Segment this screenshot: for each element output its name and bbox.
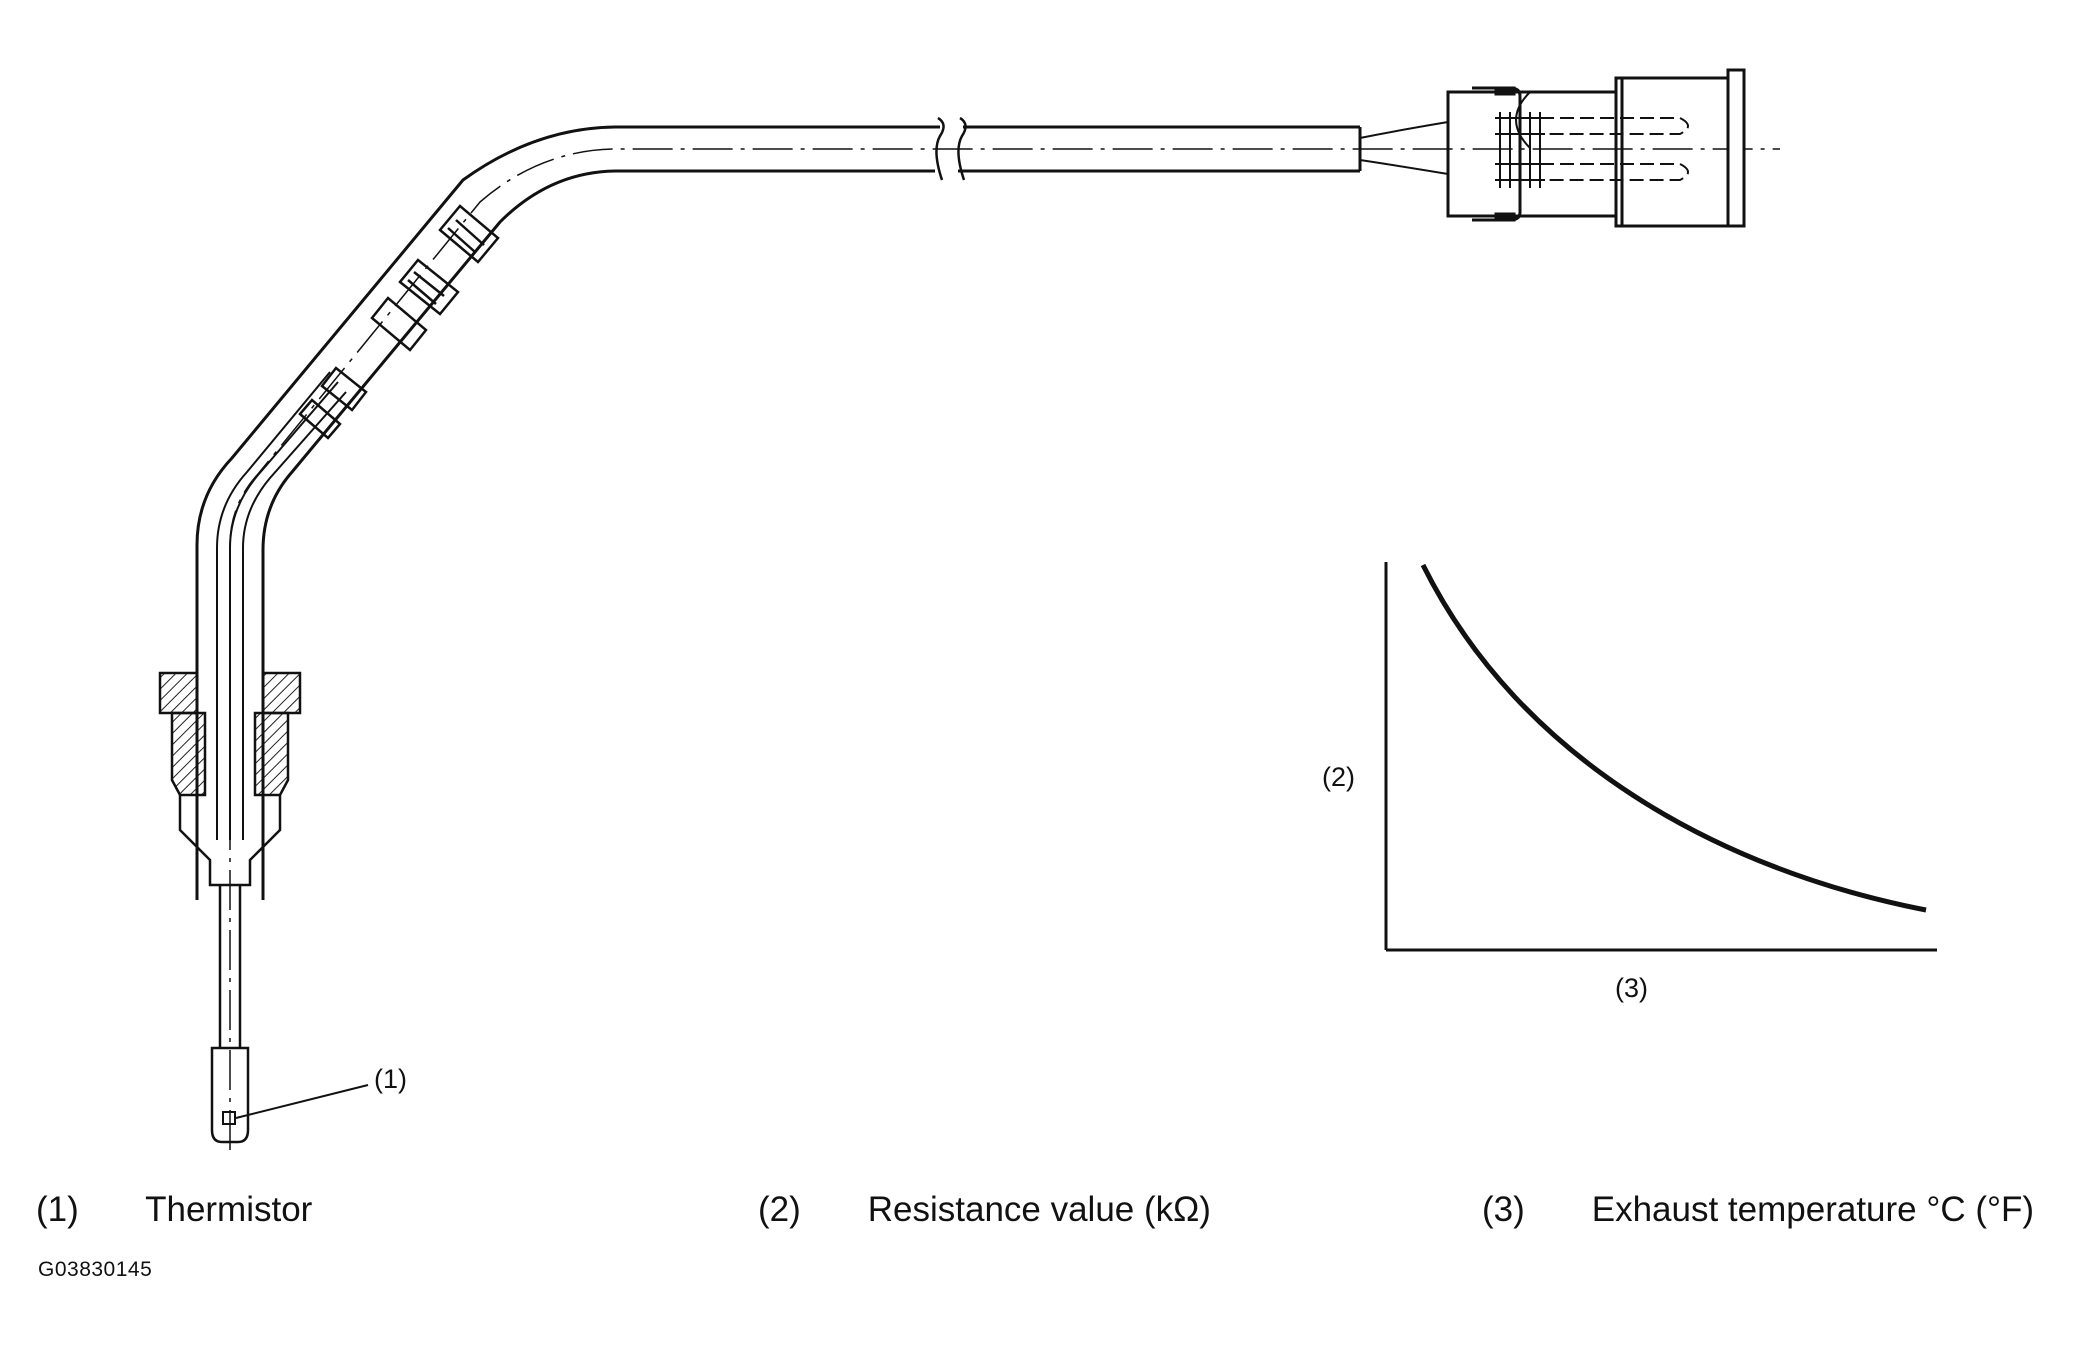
thermistor-leader [235,1084,369,1119]
legend-text: Exhaust temperature °C (°F) [1591,1190,2035,1229]
legend-item-thermistor: (1) Thermistor [36,1190,312,1230]
resistance-curve [1420,563,1927,913]
callout-temperature: (3) [1615,973,1648,1003]
legend-num: (2) [758,1190,801,1229]
legend-text: Resistance value (kΩ) [867,1190,1211,1229]
figure-id: G03830145 [38,1258,153,1281]
callout-thermistor: (1) [374,1064,407,1094]
legend-num: (1) [36,1190,79,1229]
legend-text: Thermistor [145,1190,313,1229]
crimp-sleeves [298,204,500,440]
resistance-graph [1384,562,1937,952]
center-line [229,148,1780,1150]
connector [1358,68,1746,228]
sensor-cable [195,116,1360,900]
probe-tip [210,885,250,1144]
mounting-nut [158,671,302,887]
legend-num: (3) [1482,1190,1525,1229]
legend-item-resistance: (2) Resistance value (kΩ) [758,1190,1211,1230]
callout-resistance: (2) [1322,762,1355,792]
thermistor-element [222,1111,236,1125]
legend-item-temperature: (3) Exhaust temperature °C (°F) [1482,1190,2034,1230]
